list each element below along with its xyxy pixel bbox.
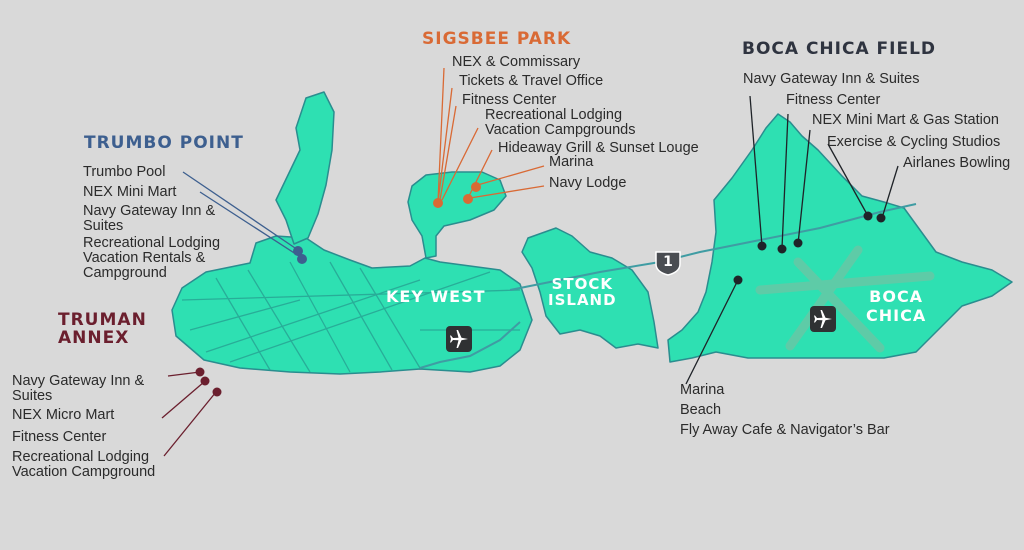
sigsbee-island: [407, 171, 507, 259]
stock-bottom-item: Beach: [680, 402, 722, 418]
boca-chica-line-1: BOCA: [869, 287, 924, 306]
boca-chica-line-2: CHICA: [866, 306, 927, 325]
sigsbee-item: Fitness Center: [462, 92, 557, 108]
trumbo-item: NEX Mini Mart: [83, 184, 177, 200]
sigsbee-item: Tickets & Travel Office: [459, 73, 604, 89]
trumbo-item: Suites: [83, 218, 124, 234]
boca-chica-label: BOCA CHICA: [866, 287, 926, 325]
trumbo-item: Recreational Lodging: [83, 235, 221, 251]
airplane-icon: [810, 306, 836, 332]
boca-field-item: NEX Mini Mart & Gas Station: [812, 112, 999, 128]
trumbo-item: Trumbo Pool: [83, 164, 166, 180]
trumbo-point-title: TRUMBO POINT: [84, 133, 244, 153]
truman-item: Suites: [12, 388, 53, 404]
highway-number: 1: [663, 254, 673, 270]
sigsbee-item: NEX & Commissary: [452, 54, 581, 70]
trumbo-item: Vacation Rentals &: [83, 250, 206, 266]
boca-chica-island: [667, 113, 1013, 363]
stock-bottom-item: Fly Away Cafe & Navigator’s Bar: [680, 422, 890, 438]
trumbo-item: Navy Gateway Inn &: [83, 203, 216, 219]
sigsbee-item: Marina: [549, 154, 594, 170]
sigsbee-park-title: SIGSBEE PARK: [422, 29, 572, 49]
stock-island: [521, 227, 659, 349]
truman-title-line-1: TRUMAN: [58, 310, 147, 330]
boca-chica-field-title: BOCA CHICA FIELD: [742, 39, 937, 59]
us-highway-shield-icon: 1: [654, 250, 682, 276]
boca-field-item: Exercise & Cycling Studios: [827, 134, 1001, 150]
truman-item: Recreational Lodging: [12, 449, 150, 465]
stock-island-label: STOCK ISLAND: [548, 276, 617, 308]
truman-item: Vacation Campground: [12, 464, 156, 480]
trumbo-peninsula: [275, 91, 335, 245]
truman-title-line-2: ANNEX: [58, 328, 130, 348]
truman-item: Navy Gateway Inn &: [12, 373, 145, 389]
truman-item: NEX Micro Mart: [12, 407, 115, 423]
sigsbee-item: Vacation Campgrounds: [485, 122, 636, 138]
stock-island-line-2: ISLAND: [548, 291, 617, 309]
boca-field-item: Airlanes Bowling: [903, 155, 1011, 171]
trumbo-item: Campground: [83, 265, 167, 281]
truman-item: Fitness Center: [12, 429, 107, 445]
airplane-icon: [446, 326, 472, 352]
sigsbee-item: Hideaway Grill & Sunset Louge: [498, 140, 699, 156]
truman-annex-title: TRUMAN ANNEX: [58, 311, 147, 347]
sigsbee-item: Navy Lodge: [549, 175, 627, 191]
sigsbee-item: Recreational Lodging: [485, 107, 623, 123]
key-west-label: KEY WEST: [386, 287, 486, 306]
boca-field-item: Navy Gateway Inn & Suites: [743, 71, 920, 87]
stock-bottom-item: Marina: [680, 382, 725, 398]
stock-island-line-1: STOCK: [551, 275, 613, 293]
boca-field-item: Fitness Center: [786, 92, 881, 108]
